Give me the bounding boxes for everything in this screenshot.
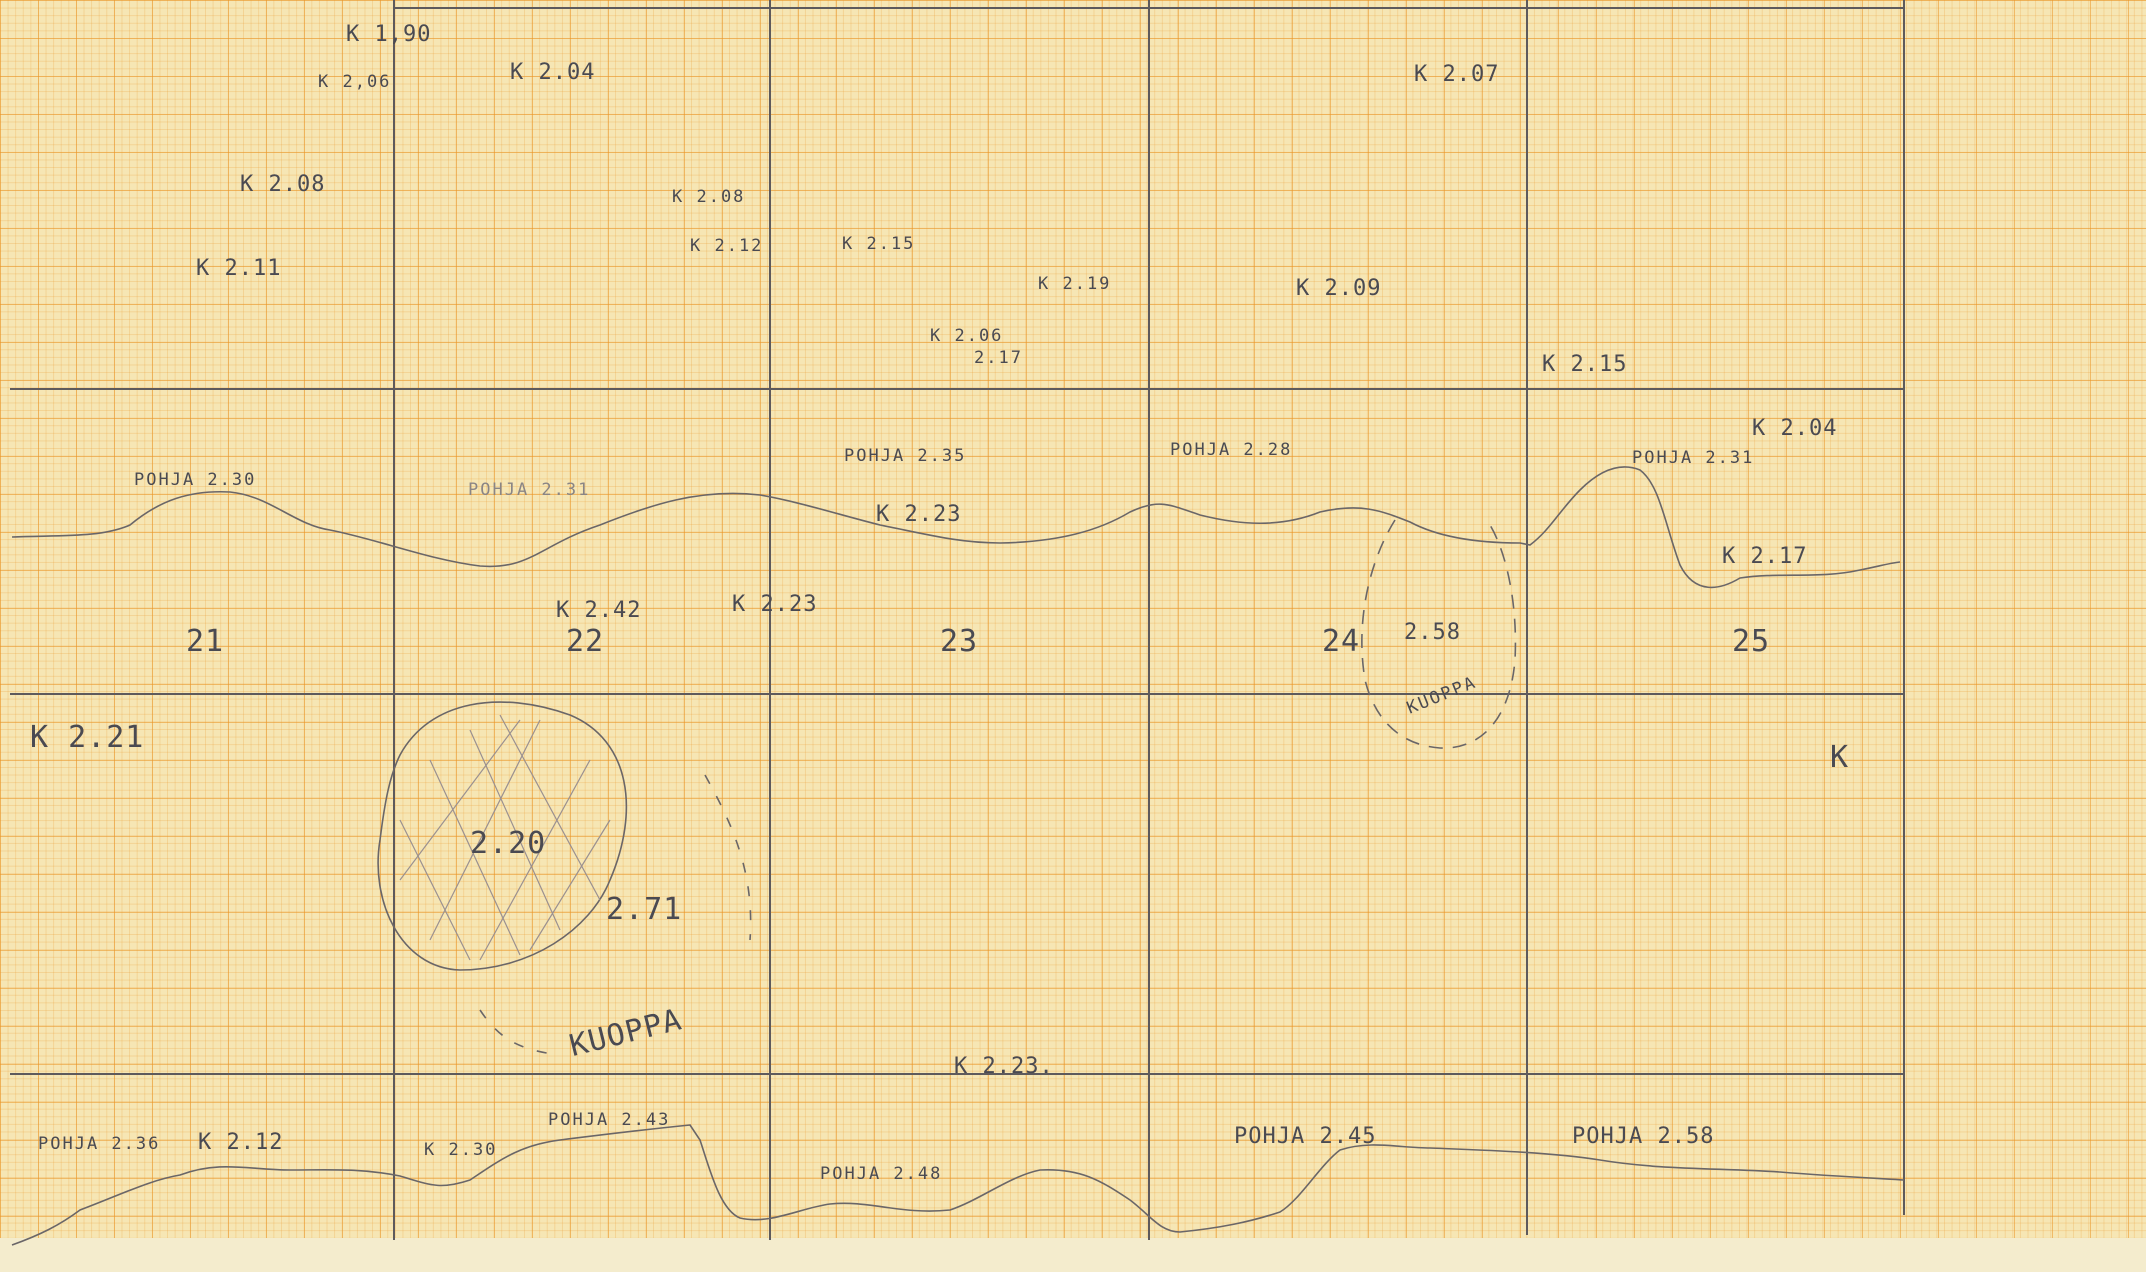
profile-label: POHJA 2.43 bbox=[548, 1110, 671, 1130]
elevation-label: K 1,90 bbox=[346, 22, 432, 47]
profile-curve-bottom bbox=[11, 1124, 1905, 1246]
elevation-label: K 2.11 bbox=[196, 256, 282, 281]
elevation-label: K 2.09 bbox=[1296, 276, 1382, 301]
elevation-label: K 2.12 bbox=[198, 1130, 284, 1155]
profile-curve-top bbox=[11, 466, 1901, 589]
pit-value-label: 2.20 bbox=[470, 826, 547, 861]
elevation-label: K 2.04 bbox=[1752, 416, 1838, 441]
square-number: 22 bbox=[566, 624, 605, 659]
profile-label: POHJA 2.58 bbox=[1572, 1124, 1715, 1149]
profile-label: POHJA 2.31 bbox=[468, 480, 591, 500]
profile-label: POHJA 2.30 bbox=[134, 470, 257, 490]
elevation-label: K 2.19 bbox=[1038, 274, 1112, 294]
profile-label: POHJA 2.35 bbox=[844, 446, 967, 466]
elevation-label: K 2.08 bbox=[240, 172, 326, 197]
elevation-label: K 2.07 bbox=[1414, 62, 1500, 87]
elevation-label: K 2.06 bbox=[930, 326, 1004, 346]
profile-label: POHJA 2.36 bbox=[38, 1134, 161, 1154]
elevation-label: K 2.42 bbox=[556, 598, 642, 623]
profile-label: POHJA 2.28 bbox=[1170, 440, 1293, 460]
elevation-label: K 2,06 bbox=[318, 72, 392, 92]
square-number: 21 bbox=[186, 624, 225, 659]
elevation-label: K 2.17 bbox=[1722, 544, 1808, 569]
elevation-label: K 2.04 bbox=[510, 60, 596, 85]
pit-value-label: 2.71 bbox=[606, 892, 683, 927]
pit-outline-right bbox=[1361, 519, 1517, 749]
elevation-label: K 2.15 bbox=[1542, 352, 1628, 377]
square-number: 24 bbox=[1322, 624, 1361, 659]
elevation-label: K 2.21 bbox=[30, 720, 145, 755]
elevation-label: K 2.15 bbox=[842, 234, 916, 254]
elevation-label: K 2.23. bbox=[954, 1054, 1054, 1079]
elevation-label: 2.58 bbox=[1404, 620, 1461, 645]
elevation-label: K 2.12 bbox=[690, 236, 764, 256]
elevation-label: K 2.30 bbox=[424, 1140, 498, 1160]
paper-edge bbox=[0, 1238, 2146, 1272]
profile-label: K 2.23 bbox=[876, 502, 962, 527]
profile-label: POHJA 2.31 bbox=[1632, 448, 1755, 468]
profile-label: POHJA 2.45 bbox=[1234, 1124, 1377, 1149]
elevation-label: K 2.08 bbox=[672, 187, 746, 207]
pit-outline-left bbox=[377, 701, 628, 971]
elevation-label: 2.17 bbox=[974, 348, 1023, 368]
square-number: 23 bbox=[940, 624, 979, 659]
elevation-label: K 2.23 bbox=[732, 592, 818, 617]
profile-label: POHJA 2.48 bbox=[820, 1164, 943, 1184]
elevation-label: K bbox=[1830, 740, 1850, 775]
square-number: 25 bbox=[1732, 624, 1771, 659]
pit-extension-left bbox=[479, 774, 752, 1056]
